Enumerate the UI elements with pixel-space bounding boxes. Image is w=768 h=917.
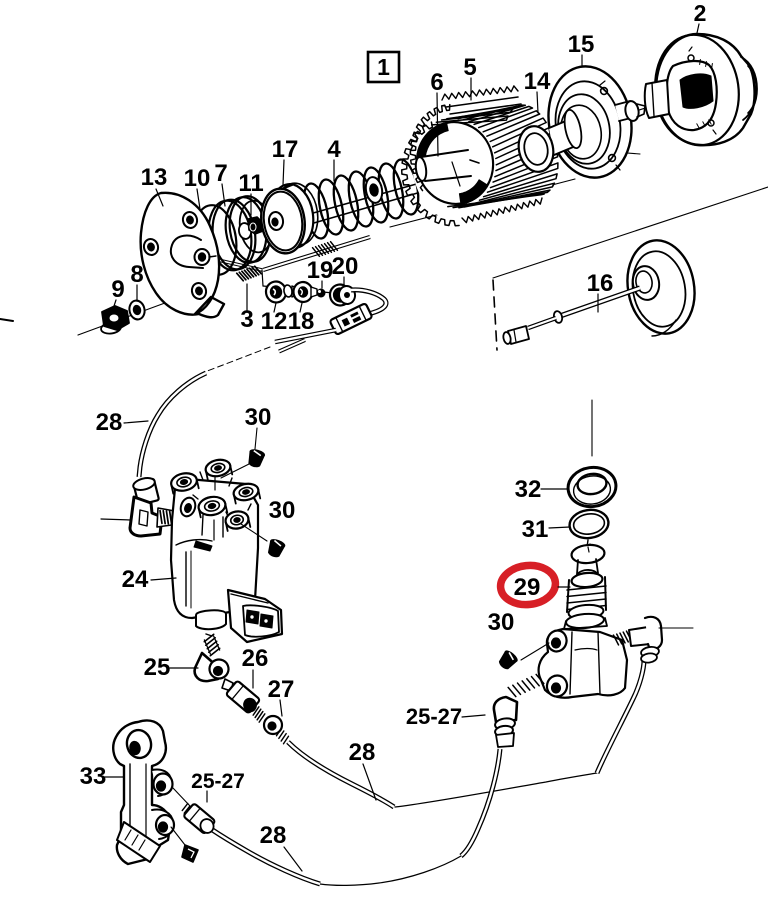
- svg-text:16: 16: [587, 270, 614, 297]
- svg-text:30: 30: [269, 497, 296, 524]
- svg-text:10: 10: [184, 165, 211, 192]
- svg-text:1: 1: [377, 54, 390, 80]
- svg-text:7: 7: [214, 160, 227, 187]
- svg-text:30: 30: [488, 609, 515, 636]
- svg-text:25-27: 25-27: [406, 704, 462, 729]
- svg-text:6: 6: [430, 69, 443, 96]
- svg-text:8: 8: [130, 261, 143, 288]
- svg-text:28: 28: [349, 739, 376, 766]
- svg-text:33: 33: [80, 763, 107, 790]
- svg-text:2: 2: [694, 0, 707, 26]
- svg-text:14: 14: [524, 68, 551, 95]
- svg-text:31: 31: [522, 516, 549, 543]
- svg-text:32: 32: [515, 476, 542, 503]
- svg-text:9: 9: [111, 276, 124, 303]
- svg-text:30: 30: [245, 404, 272, 431]
- svg-text:11: 11: [238, 170, 263, 197]
- svg-text:17: 17: [272, 136, 299, 163]
- svg-text:3: 3: [240, 306, 253, 333]
- svg-text:25: 25: [144, 654, 171, 681]
- svg-text:26: 26: [242, 645, 269, 672]
- svg-text:29: 29: [514, 574, 541, 601]
- svg-text:28: 28: [96, 409, 123, 436]
- svg-text:15: 15: [568, 31, 595, 58]
- svg-text:25-27: 25-27: [191, 770, 245, 793]
- svg-text:5: 5: [463, 54, 476, 81]
- svg-text:24: 24: [122, 566, 149, 593]
- svg-text:4: 4: [327, 136, 341, 163]
- svg-text:18: 18: [288, 308, 315, 335]
- svg-text:13: 13: [141, 164, 168, 191]
- svg-text:28: 28: [260, 822, 287, 849]
- svg-text:19: 19: [307, 257, 334, 284]
- svg-text:27: 27: [268, 676, 295, 703]
- svg-text:20: 20: [332, 253, 359, 280]
